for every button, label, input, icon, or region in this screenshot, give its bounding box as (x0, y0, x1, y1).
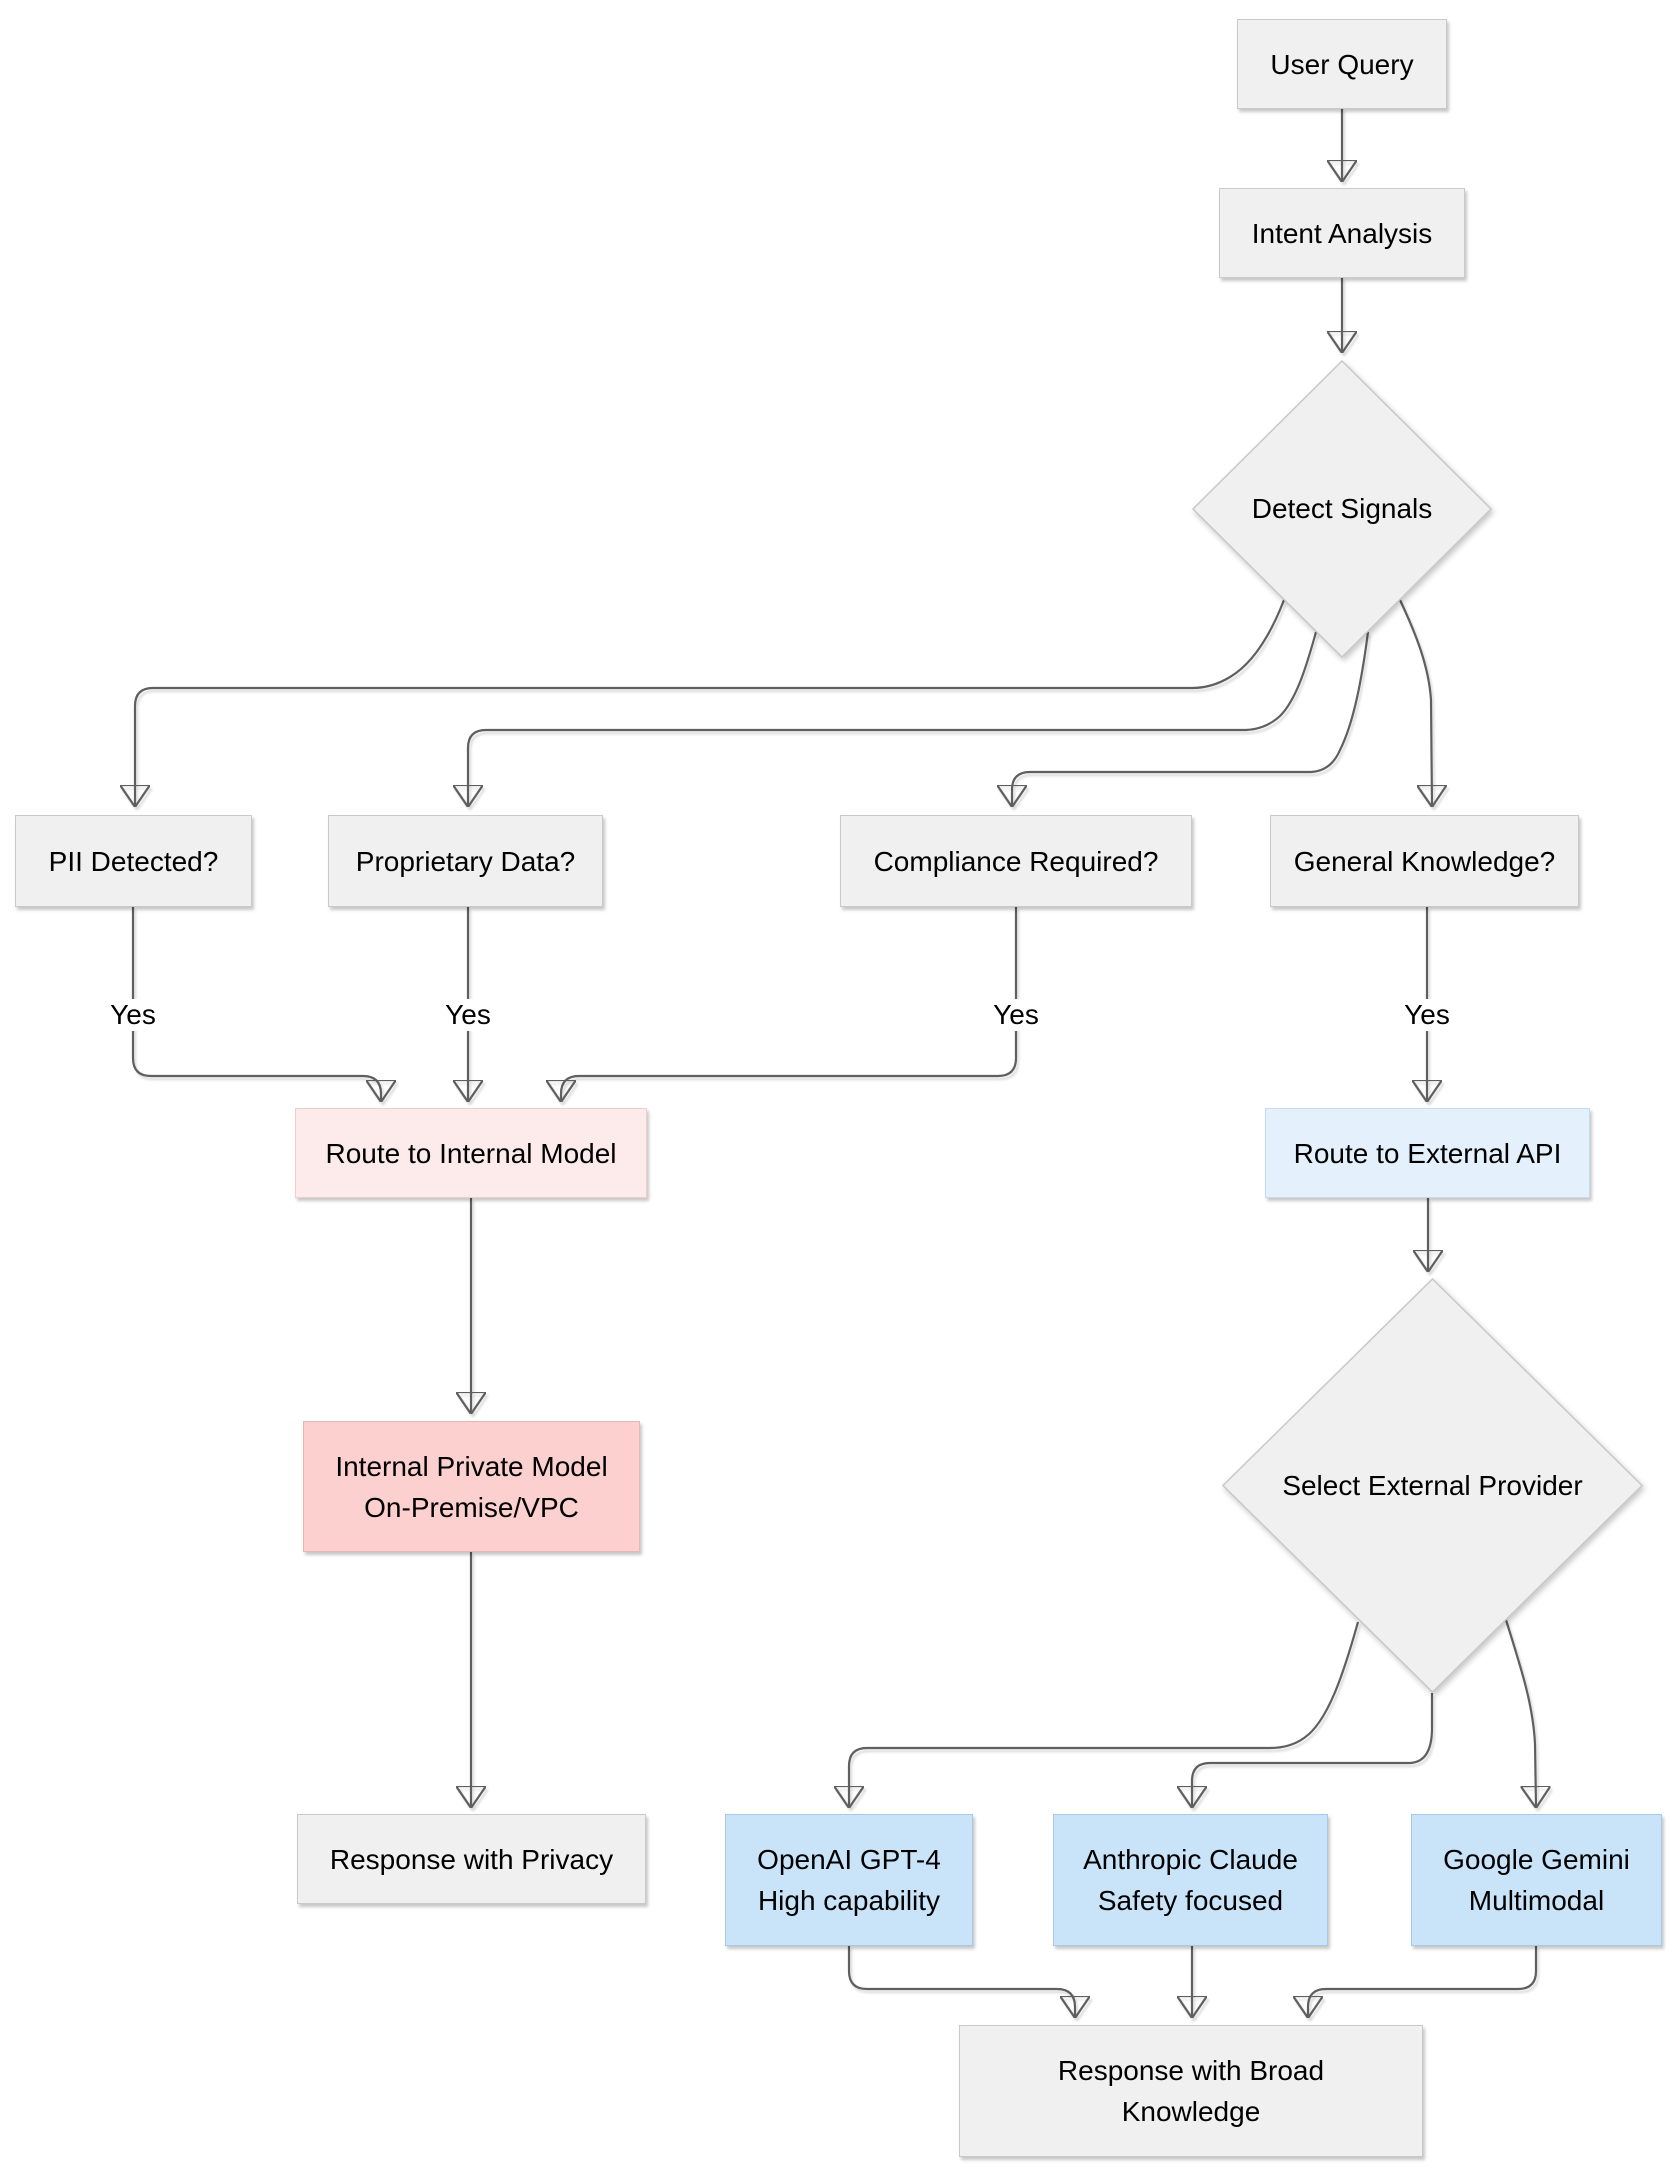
node-route-internal: Route to Internal Model (295, 1108, 647, 1198)
node-internal-private-model-line1: Internal Private Model (335, 1450, 608, 1482)
edge-detect-to-compliance (1012, 631, 1370, 806)
node-select-external-provider-label: Select External Provider (1282, 1469, 1583, 1501)
node-anthropic-claude-line2: Safety focused (1097, 1885, 1284, 1916)
node-compliance-required-label: Compliance Required? (873, 845, 1159, 877)
node-pii-detected: PII Detected? (15, 815, 252, 907)
edge-detect-to-proprietary (468, 631, 1318, 806)
node-route-external: Route to External API (1265, 1108, 1590, 1198)
node-route-external-label: Route to External API (1293, 1137, 1562, 1169)
node-response-privacy-label: Response with Privacy (329, 1843, 614, 1875)
node-detect-signals: Detect Signals (1192, 360, 1492, 658)
node-openai-gpt4-line2: High capability (757, 1885, 941, 1916)
edge-select-to-openai (849, 1621, 1360, 1807)
node-internal-private-model-line2: On-Premise/VPC (364, 1491, 579, 1523)
node-compliance-required: Compliance Required? (840, 815, 1192, 907)
node-general-knowledge-label: General Knowledge? (1293, 845, 1556, 877)
node-openai-gpt4: OpenAI GPT-4 High capability (725, 1814, 973, 1946)
node-anthropic-claude: Anthropic Claude Safety focused (1053, 1814, 1328, 1946)
node-select-external-provider: Select External Provider (1222, 1278, 1643, 1693)
node-pii-detected-label: PII Detected? (48, 845, 219, 877)
node-intent-analysis-label: Intent Analysis (1251, 217, 1433, 249)
edge-label-yes-pii: Yes (104, 999, 162, 1031)
node-response-broad-line1: Response with Broad (1057, 2055, 1325, 2086)
diamond-shape (1192, 360, 1492, 658)
node-google-gemini: Google Gemini Multimodal (1411, 1814, 1662, 1946)
diamond-shape (1222, 1278, 1643, 1693)
edge-compliance-yes (561, 907, 1018, 1101)
edge-select-to-anthropic (1192, 1693, 1434, 1807)
edge-pii-yes (131, 907, 381, 1101)
node-internal-private-model: Internal Private Model On-Premise/VPC (303, 1421, 640, 1552)
edge-label-yes-general: Yes (1398, 999, 1456, 1031)
node-response-privacy: Response with Privacy (297, 1814, 646, 1904)
edge-detect-to-general (1399, 599, 1432, 806)
node-response-broad-line2: Knowledge (1121, 2096, 1261, 2127)
edge-label-yes-proprietary: Yes (439, 999, 497, 1031)
node-openai-gpt4-line1: OpenAI GPT-4 (757, 1844, 941, 1875)
node-response-broad: Response with Broad Knowledge (959, 2025, 1423, 2157)
edge-select-to-gemini (1504, 1619, 1536, 1807)
node-user-query-label: User Query (1270, 48, 1414, 80)
node-intent-analysis: Intent Analysis (1219, 188, 1465, 278)
node-proprietary-data: Proprietary Data? (328, 815, 603, 907)
node-google-gemini-line1: Google Gemini (1443, 1844, 1630, 1875)
node-google-gemini-line2: Multimodal (1468, 1885, 1605, 1916)
node-proprietary-data-label: Proprietary Data? (355, 845, 576, 877)
node-general-knowledge: General Knowledge? (1270, 815, 1579, 907)
edge-label-yes-compliance: Yes (987, 999, 1045, 1031)
node-user-query: User Query (1237, 19, 1447, 109)
node-detect-signals-label: Detect Signals (1251, 493, 1433, 524)
node-anthropic-claude-line1: Anthropic Claude (1083, 1844, 1298, 1875)
edge-detect-to-pii (135, 599, 1286, 806)
edge-gemini-to-broad (1308, 1946, 1538, 2017)
node-route-internal-label: Route to Internal Model (325, 1137, 617, 1169)
edge-openai-to-broad (847, 1946, 1075, 2017)
